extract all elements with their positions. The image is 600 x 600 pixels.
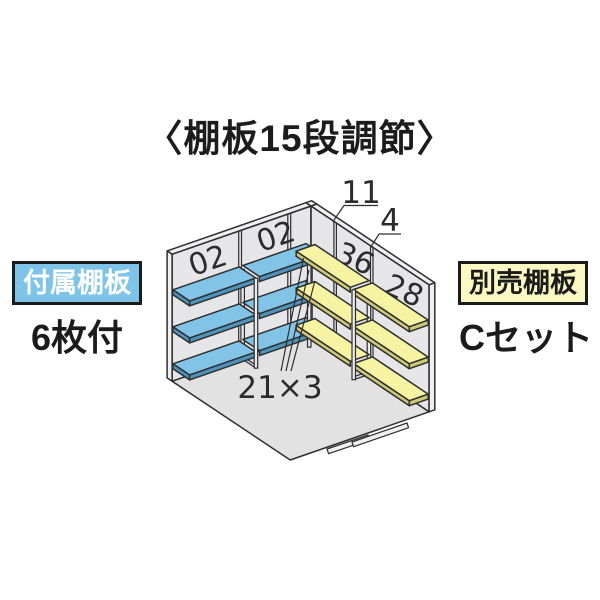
yellow-shelf-board — [295, 243, 370, 289]
yellow-shelf-board — [352, 356, 429, 402]
page-title: 〈棚板15段調節〉 — [145, 118, 455, 159]
door-rail — [351, 422, 410, 448]
yellow-shelf-board — [295, 317, 370, 363]
dimension-label-4: 4 — [380, 203, 400, 239]
dimension-leaders — [280, 204, 401, 372]
yellow-shelf-board — [352, 282, 429, 328]
dimension-label-21x3: 21×3 — [237, 370, 322, 406]
included-shelf-tag: 付属棚板 — [12, 261, 142, 305]
optional-shelf-boards-yellow — [295, 243, 429, 407]
optional-shelf-tag: 別売棚板 — [458, 261, 588, 305]
wall-corner-cap — [305, 199, 318, 207]
yellow-shelf-board — [352, 319, 429, 365]
included-shelf-note: 6枚付 — [30, 317, 124, 358]
right-wall-end-cap — [428, 282, 436, 413]
left-wall-end-cap — [166, 250, 173, 382]
support-front-posts — [253, 277, 357, 381]
optional-shelf-note: Cセット — [459, 317, 593, 358]
dimension-label-11: 11 — [341, 175, 380, 211]
yellow-shelf-board — [295, 280, 370, 326]
